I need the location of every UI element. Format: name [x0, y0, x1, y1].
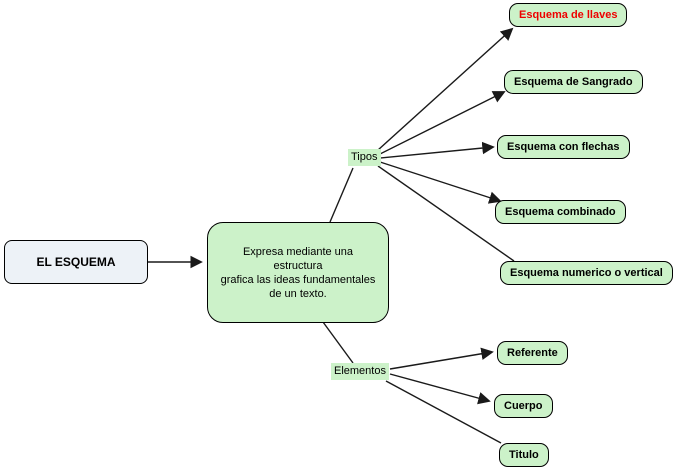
- node-esquema-de-sangrado[interactable]: Esquema de Sangrado: [504, 70, 643, 94]
- label-elementos[interactable]: Elementos: [331, 363, 389, 380]
- definition-line-3: de un texto.: [269, 287, 327, 300]
- edge-elementos-referente: [389, 347, 494, 370]
- node-esquema-de-llaves[interactable]: Esquema de llaves: [509, 3, 628, 27]
- label-tipos[interactable]: Tipos: [348, 149, 381, 166]
- edge-tipos-sangrado: [379, 91, 506, 155]
- edge-elementos-titulo: [385, 380, 502, 444]
- edge-definition-tipos: [329, 167, 354, 223]
- node-cuerpo[interactable]: Cuerpo: [494, 394, 553, 418]
- edge-tipos-numerico: [377, 165, 515, 262]
- node-esquema-combinado[interactable]: Esquema combinado: [495, 200, 626, 224]
- node-el-esquema[interactable]: EL ESQUEMA: [4, 240, 148, 284]
- node-definition[interactable]: Expresa mediante una estructura grafica …: [207, 222, 389, 323]
- node-esquema-con-flechas[interactable]: Esquema con flechas: [497, 135, 630, 159]
- edge-tipos-combinado: [379, 161, 502, 204]
- node-titulo[interactable]: Titulo: [499, 443, 549, 467]
- node-referente[interactable]: Referente: [497, 341, 568, 365]
- edge-definition-elementos: [322, 321, 354, 364]
- edge-elementos-cuerpo: [389, 373, 491, 405]
- node-esquema-numerico-o-vertical[interactable]: Esquema numerico o vertical: [500, 261, 673, 285]
- definition-line-2: grafica las ideas fundamentales: [220, 273, 376, 286]
- edge-tipos-llaves: [377, 27, 514, 151]
- definition-line-1: Expresa mediante una estructura: [242, 245, 354, 272]
- edge-tipos-flechas: [379, 141, 495, 159]
